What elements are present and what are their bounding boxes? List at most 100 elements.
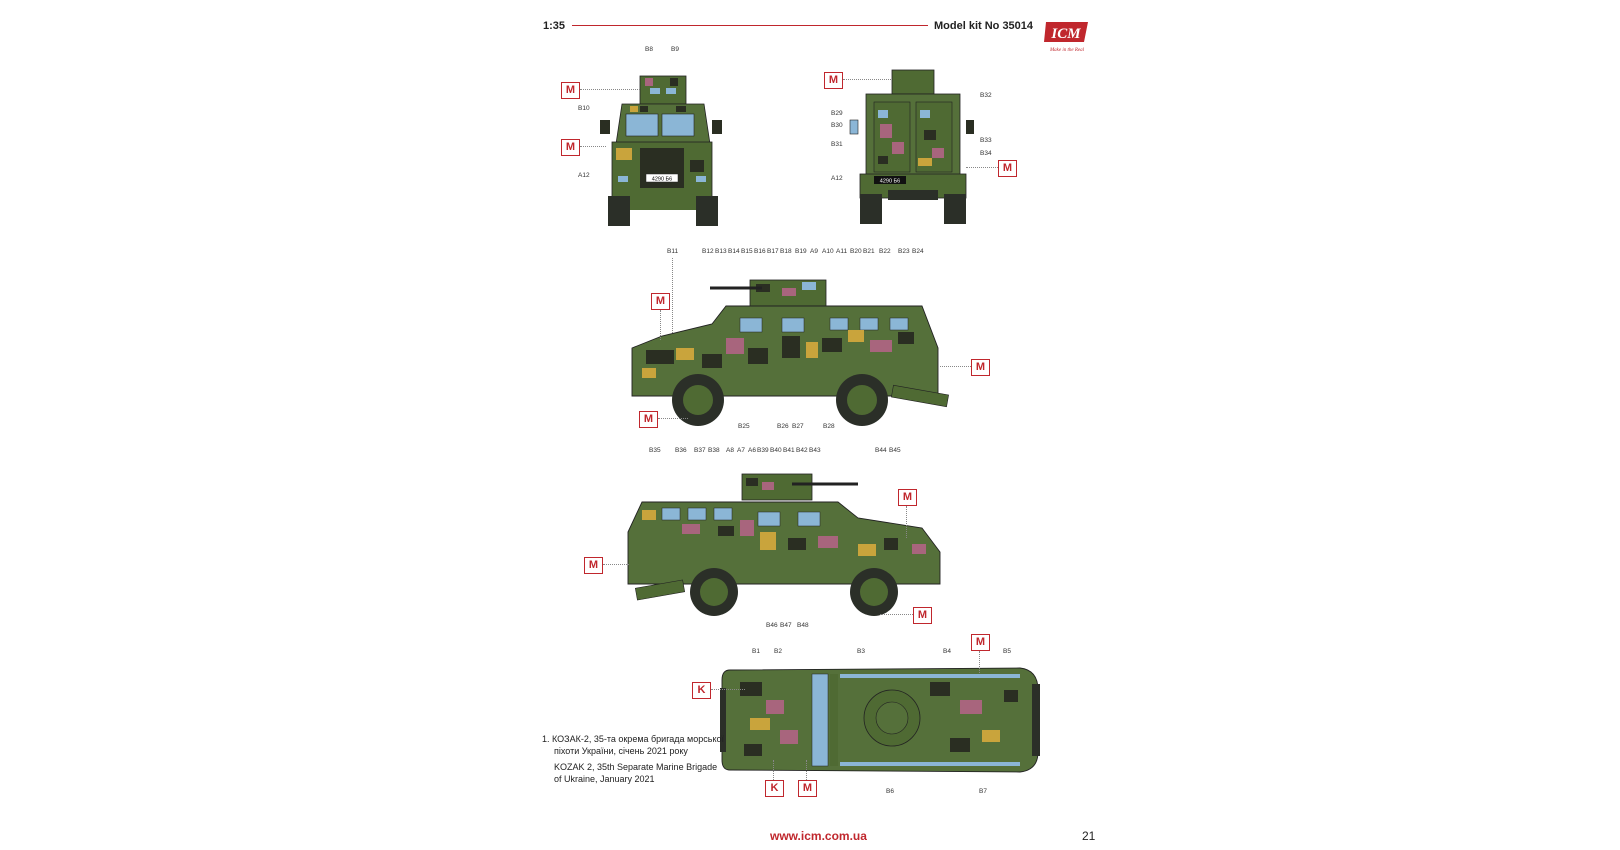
caption-en-line1: KOZAK 2, 35th Separate Marine Brigade [554, 762, 718, 772]
marker-m: M [561, 139, 580, 156]
marker-m: M [798, 780, 817, 797]
marker-m: M [898, 489, 917, 506]
code-label: B31 [831, 141, 843, 148]
right-side-view-drawing [627, 473, 941, 616]
website-url: www.icm.com.ua [770, 829, 867, 843]
leader-line [711, 689, 745, 690]
code-label: B20 [850, 248, 862, 255]
rear-view-drawing: 4290 Б6 [849, 69, 974, 224]
code-label: B18 [780, 248, 792, 255]
code-label: A11 [836, 248, 848, 255]
rear-plate: 4290 Б6 [880, 179, 900, 185]
code-label: B9 [671, 46, 679, 53]
marker-m: M [913, 607, 932, 624]
code-label: B13 [715, 248, 727, 255]
caption-en-line2: of Ukraine, January 2021 [554, 774, 655, 784]
code-label: A12 [831, 175, 843, 182]
leader-line [906, 506, 907, 538]
code-label: B10 [578, 105, 590, 112]
code-label: B48 [797, 622, 809, 629]
code-label: B33 [980, 137, 992, 144]
marker-m: M [651, 293, 670, 310]
leader-line [966, 167, 998, 168]
code-label: B1 [752, 648, 760, 655]
caption-ua-line1: 1. КОЗАК-2, 35-та окрема бригада морсько… [542, 734, 724, 744]
code-label: B6 [886, 788, 894, 795]
marker-m: M [824, 72, 843, 89]
code-label: B24 [912, 248, 924, 255]
leader-line [580, 146, 606, 147]
code-label: B34 [980, 150, 992, 157]
code-label: B3 [857, 648, 865, 655]
code-label: B25 [738, 423, 750, 430]
leader-line [603, 564, 629, 565]
code-label: B4 [943, 648, 951, 655]
code-label: B2 [774, 648, 782, 655]
left-side-view-drawing [631, 279, 949, 426]
code-label: A6 [748, 447, 756, 454]
code-label: B26 [777, 423, 789, 430]
front-view-drawing: 4290 Б6 [600, 75, 722, 226]
marker-k: K [765, 780, 784, 797]
marker-m: M [998, 160, 1017, 177]
code-label: B47 [780, 622, 792, 629]
marker-m: M [971, 359, 990, 376]
code-label: B14 [728, 248, 740, 255]
code-label: B5 [1003, 648, 1011, 655]
code-label: B27 [792, 423, 804, 430]
code-label: B28 [823, 423, 835, 430]
marker-m: M [561, 82, 580, 99]
code-label: B8 [645, 46, 653, 53]
code-label: B19 [795, 248, 807, 255]
code-label: B32 [980, 92, 992, 99]
code-label: B39 [757, 447, 769, 454]
code-label: B40 [770, 447, 782, 454]
svg-text:Make in the Real: Make in the Real [1049, 48, 1085, 53]
front-plate: 4290 Б6 [652, 177, 672, 183]
code-label: B37 [694, 447, 706, 454]
page-number: 21 [1082, 829, 1096, 843]
code-label: B16 [754, 248, 766, 255]
scheme-caption: 1. КОЗАК-2, 35-та окрема бригада морсько… [542, 733, 732, 785]
code-label: B29 [831, 110, 843, 117]
code-label: B15 [741, 248, 753, 255]
leader-line [580, 89, 640, 90]
code-label: B21 [863, 248, 875, 255]
code-label: B36 [675, 447, 687, 454]
leader-line [658, 418, 688, 419]
code-label: B22 [879, 248, 891, 255]
leader-line [660, 310, 661, 340]
code-label: B44 [875, 447, 887, 454]
svg-text:ICM: ICM [1050, 26, 1081, 42]
code-label: B43 [809, 447, 821, 454]
marker-k: K [692, 682, 711, 699]
code-label: A7 [737, 447, 745, 454]
code-label: A12 [578, 172, 590, 179]
leader-line [843, 79, 891, 80]
leader-line [773, 760, 774, 780]
code-label: B7 [979, 788, 987, 795]
marker-m: M [639, 411, 658, 428]
leader-line [672, 258, 673, 333]
code-label: B35 [649, 447, 661, 454]
scale-label: 1:35 [543, 20, 566, 32]
code-label: B23 [898, 248, 910, 255]
code-label: A10 [822, 248, 834, 255]
model-number: Model kit No 35014 [934, 20, 1034, 32]
code-label: B38 [708, 447, 720, 454]
code-label: A9 [810, 248, 818, 255]
leader-line [940, 366, 971, 367]
code-label: B30 [831, 122, 843, 129]
code-label: B42 [796, 447, 808, 454]
top-view-drawing [720, 667, 1040, 773]
leader-line [880, 614, 913, 615]
leader-line [806, 760, 807, 780]
icm-logo: ICM Make in the Real [1044, 22, 1088, 53]
code-label: B41 [783, 447, 795, 454]
header-rule [572, 25, 928, 26]
code-label: B45 [889, 447, 901, 454]
code-label: B46 [766, 622, 778, 629]
caption-ua-line2: піхоти України, січень 2021 року [554, 746, 688, 756]
marker-m: M [584, 557, 603, 574]
